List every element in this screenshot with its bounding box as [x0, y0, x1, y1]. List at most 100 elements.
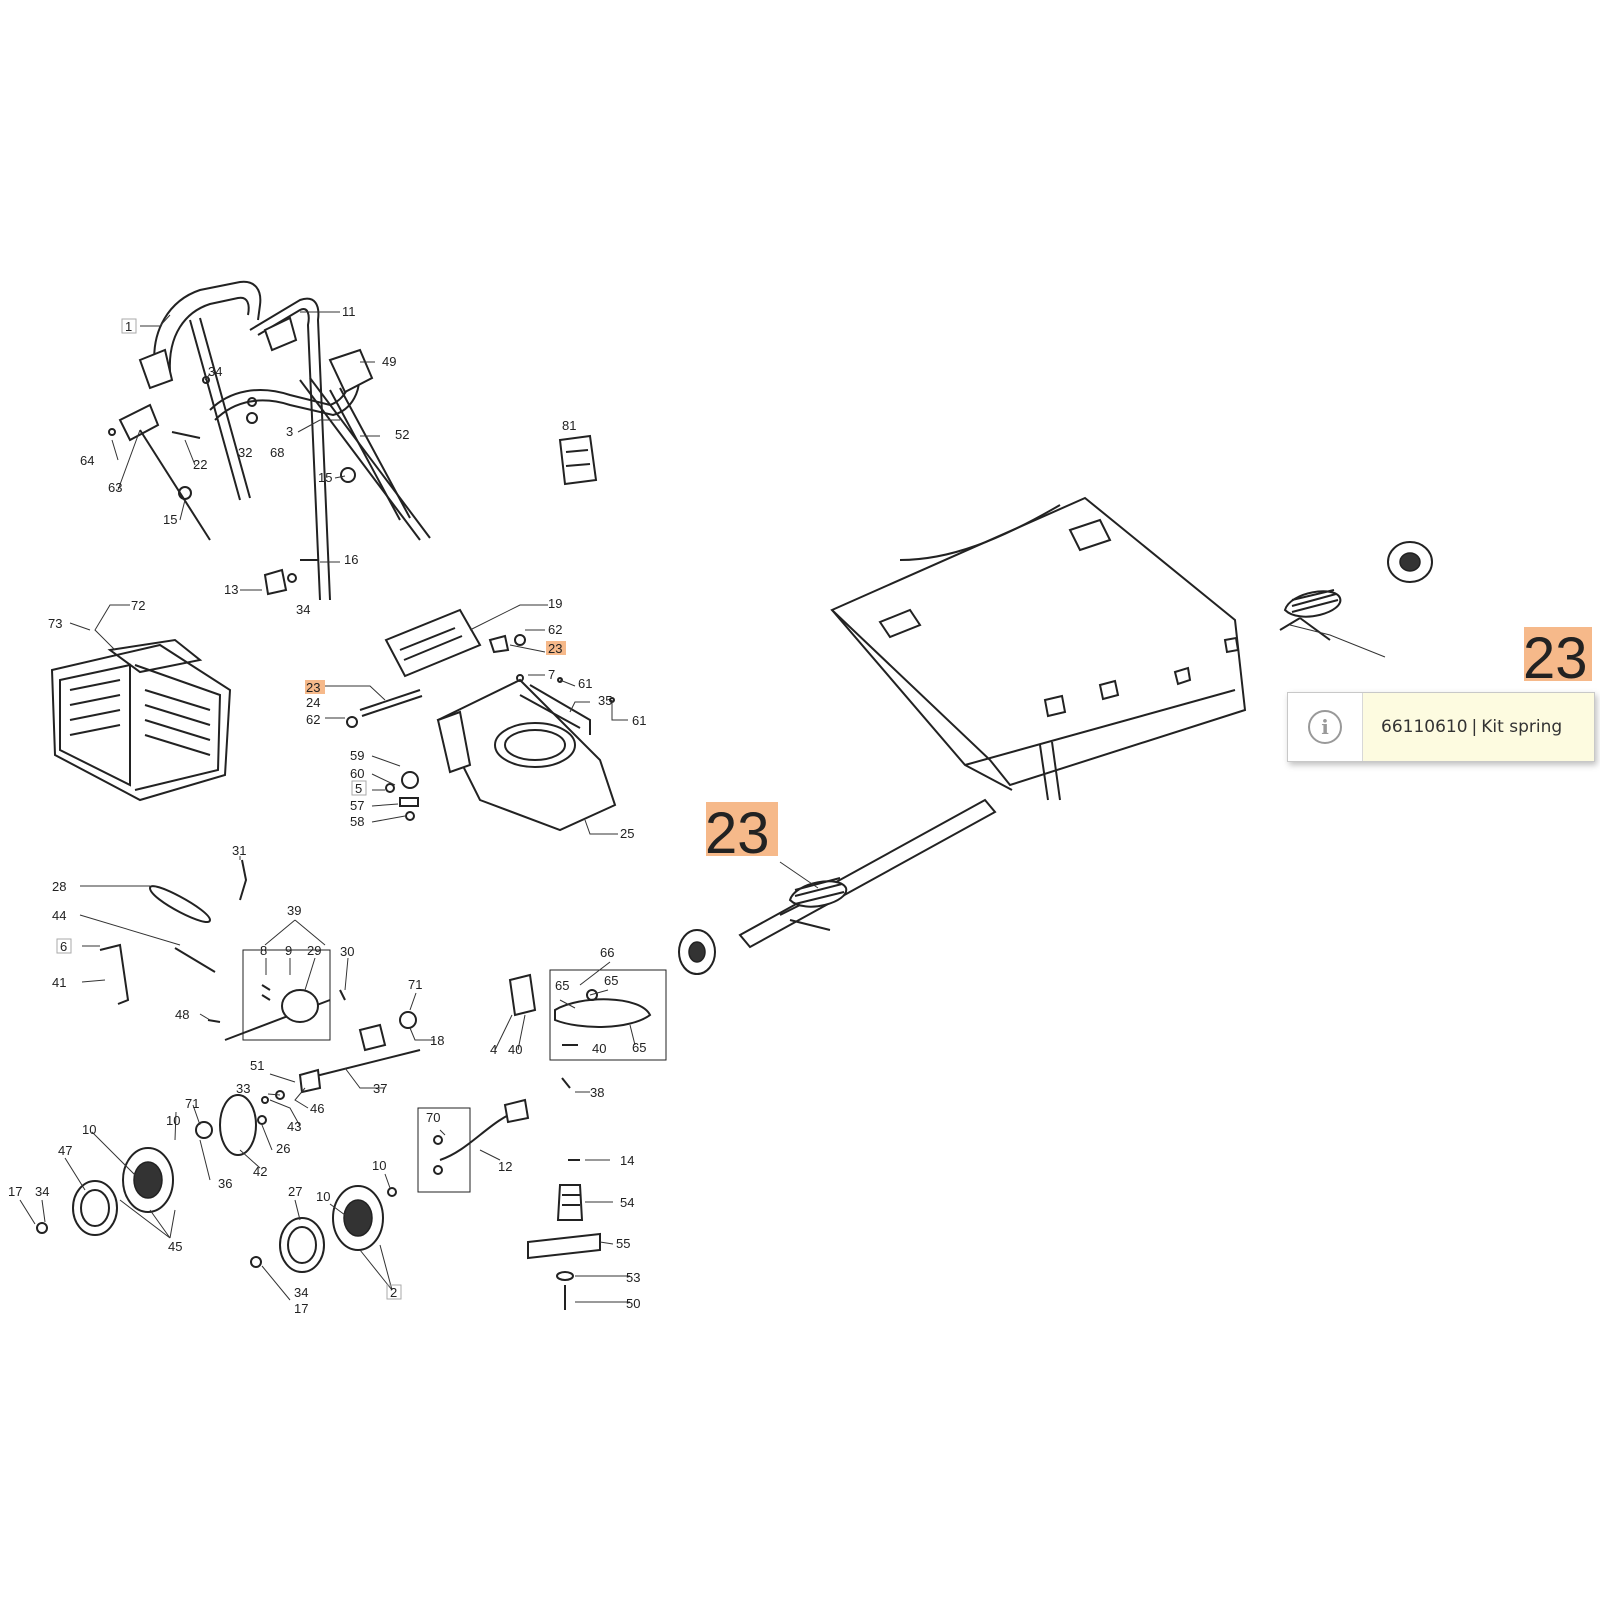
- label-30: 30: [340, 944, 354, 959]
- label-72: 72: [131, 598, 145, 613]
- label-66: 66: [600, 945, 614, 960]
- label-15: 15: [163, 512, 177, 527]
- label-64: 64: [80, 453, 94, 468]
- label-7: 7: [548, 667, 555, 682]
- label-10: 10: [316, 1189, 330, 1204]
- label-19: 19: [548, 596, 562, 611]
- label-65: 65: [604, 973, 618, 988]
- label-81: 81: [562, 418, 576, 433]
- label-58: 58: [350, 814, 364, 829]
- label-48: 48: [175, 1007, 189, 1022]
- label-23-highlight-a: [546, 641, 566, 655]
- label-15: 15: [318, 470, 332, 485]
- label-3: 3: [286, 424, 293, 439]
- label-46: 46: [310, 1101, 324, 1116]
- label-26: 26: [276, 1141, 290, 1156]
- label-34: 34: [294, 1285, 308, 1300]
- leader-lines: [19, 311, 1386, 1303]
- label-73: 73: [48, 616, 62, 631]
- label-40: 40: [592, 1041, 606, 1056]
- label-61: 61: [578, 676, 592, 691]
- label-71: 71: [185, 1096, 199, 1111]
- label-36: 36: [218, 1176, 232, 1191]
- label-52: 52: [395, 427, 409, 442]
- label-28: 28: [52, 879, 66, 894]
- label-55: 55: [616, 1236, 630, 1251]
- callout-23-top: 23: [1523, 626, 1588, 691]
- label-71: 71: [408, 977, 422, 992]
- part-labels: 1 11 34 49 81 64 63 22 3 32 68 52 15 15 …: [8, 304, 646, 1316]
- label-57: 57: [350, 798, 364, 813]
- tooltip-icon-box: i: [1288, 693, 1363, 761]
- callout-23-middle: 23: [705, 801, 770, 866]
- label-17: 17: [294, 1301, 308, 1316]
- label-23: 23: [306, 680, 320, 695]
- label-17: 17: [8, 1184, 22, 1199]
- label-59: 59: [350, 748, 364, 763]
- label-44: 44: [52, 908, 66, 923]
- label-9: 9: [285, 943, 292, 958]
- label-25: 25: [620, 826, 634, 841]
- label-61: 61: [632, 713, 646, 728]
- label-10: 10: [82, 1122, 96, 1137]
- part-info-tooltip: i 66110610 | Kit spring: [1287, 692, 1595, 762]
- label-42: 42: [253, 1164, 267, 1179]
- label-4: 4: [490, 1042, 497, 1057]
- detail-axle-with-spring: [678, 798, 997, 975]
- label-63: 63: [108, 480, 122, 495]
- label-50: 50: [626, 1296, 640, 1311]
- label-39: 39: [287, 903, 301, 918]
- label-10: 10: [166, 1113, 180, 1128]
- label-45: 45: [168, 1239, 182, 1254]
- label-13: 13: [224, 582, 238, 597]
- label-49: 49: [382, 354, 396, 369]
- deck-assembly: [346, 608, 617, 832]
- label-5: 5: [355, 781, 362, 796]
- label-11: 11: [342, 304, 356, 319]
- drive-assembly: [99, 859, 421, 1104]
- tooltip-separator: |: [1471, 717, 1478, 737]
- label-18: 18: [430, 1033, 444, 1048]
- label-24: 24: [306, 695, 320, 710]
- label-62: 62: [306, 712, 320, 727]
- label-60: 60: [350, 766, 364, 781]
- label-29: 29: [307, 943, 321, 958]
- label-62: 62: [548, 622, 562, 637]
- label-41: 41: [52, 975, 66, 990]
- label-16: 16: [344, 552, 358, 567]
- tooltip-description: Kit spring: [1481, 717, 1563, 737]
- label-40: 40: [508, 1042, 522, 1057]
- label-8: 8: [260, 943, 267, 958]
- blade-assembly: [527, 1159, 601, 1310]
- label-27: 27: [288, 1184, 302, 1199]
- callout-23-highlight-middle: [706, 802, 778, 856]
- part-81-bracket: [558, 434, 598, 486]
- label-12: 12: [498, 1159, 512, 1174]
- label-23-highlight-b: [305, 680, 325, 694]
- label-65: 65: [555, 978, 569, 993]
- label-43: 43: [287, 1119, 301, 1134]
- wheels: [36, 1094, 397, 1273]
- throttle-cable-assembly: [417, 1098, 530, 1193]
- label-33: 33: [236, 1081, 250, 1096]
- label-34: 34: [208, 364, 222, 379]
- label-1: 1: [125, 319, 132, 334]
- label-38: 38: [590, 1085, 604, 1100]
- label-6: 6: [60, 939, 67, 954]
- label-31: 31: [232, 843, 246, 858]
- label-10: 10: [372, 1158, 386, 1173]
- label-34: 34: [35, 1184, 49, 1199]
- mulching-plug-assembly: [508, 969, 667, 1089]
- label-34: 34: [296, 602, 310, 617]
- label-14: 14: [620, 1153, 634, 1168]
- label-65: 65: [632, 1040, 646, 1055]
- label-70: 70: [426, 1110, 440, 1125]
- label-47: 47: [58, 1143, 72, 1158]
- tooltip-text: 66110610 | Kit spring: [1363, 693, 1594, 761]
- grass-catcher: [50, 638, 232, 802]
- label-53: 53: [626, 1270, 640, 1285]
- detail-gear-top: [1387, 541, 1433, 583]
- label-51: 51: [250, 1058, 264, 1073]
- label-35: 35: [598, 693, 612, 708]
- label-32: 32: [238, 445, 252, 460]
